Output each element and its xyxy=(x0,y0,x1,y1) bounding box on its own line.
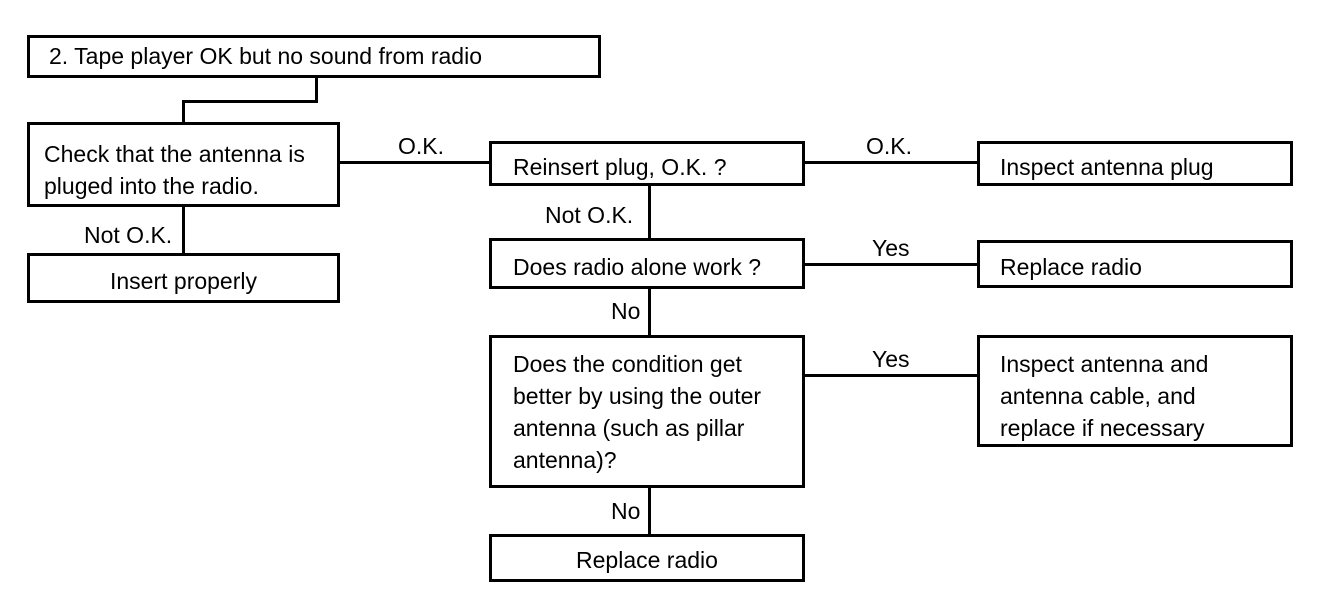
replace-radio-box-2: Replace radio xyxy=(489,534,805,582)
radio-alone-box: Does radio alone work ? xyxy=(489,238,805,289)
yes-label-1: Yes xyxy=(872,235,910,261)
replace-radio-text-1: Replace radio xyxy=(1000,254,1142,280)
connector-radio-alone-to-replace xyxy=(803,263,979,266)
reinsert-plug-text: Reinsert plug, O.K. ? xyxy=(513,154,727,180)
outer-antenna-text: Does the condition get better by using t… xyxy=(513,351,762,473)
not-ok-label-1: Not O.K. xyxy=(84,222,173,248)
replace-radio-text-2: Replace radio xyxy=(576,547,718,573)
title-text: 2. Tape player OK but no sound from radi… xyxy=(49,43,483,69)
outer-antenna-box: Does the condition get better by using t… xyxy=(489,335,805,488)
inspect-antenna-plug-box: Inspect antenna plug xyxy=(977,141,1293,186)
yes-label-2: Yes xyxy=(872,346,910,372)
inspect-antenna-cable-text: Inspect antenna and antenna cable, and r… xyxy=(1000,351,1209,441)
no-label-1: No xyxy=(611,298,641,324)
not-ok-label-2: Not O.K. xyxy=(545,202,634,228)
inspect-antenna-plug-text: Inspect antenna plug xyxy=(1000,154,1214,180)
radio-alone-text: Does radio alone work ? xyxy=(513,254,762,280)
insert-properly-text: Insert properly xyxy=(109,268,257,294)
connector-reinsert-to-inspect-plug xyxy=(803,161,979,164)
replace-radio-box-1: Replace radio xyxy=(977,240,1293,288)
connector-radio-alone-to-outer xyxy=(648,287,651,337)
no-label-2: No xyxy=(611,498,641,524)
connector-title-to-check xyxy=(182,100,185,124)
ok-label-2: O.K. xyxy=(866,133,913,159)
connector-title-down xyxy=(315,76,318,102)
insert-properly-box: Insert properly xyxy=(27,253,340,303)
check-antenna-text: Check that the antenna is pluged into th… xyxy=(44,141,305,199)
reinsert-plug-box: Reinsert plug, O.K. ? xyxy=(489,141,805,186)
connector-check-to-reinsert xyxy=(338,161,491,164)
connector-reinsert-to-radio-alone xyxy=(648,184,651,240)
connector-title-horizontal xyxy=(182,100,318,103)
ok-label-1: O.K. xyxy=(398,133,445,159)
connector-check-to-insert xyxy=(182,205,185,255)
inspect-antenna-cable-box: Inspect antenna and antenna cable, and r… xyxy=(977,335,1293,447)
check-antenna-box: Check that the antenna is pluged into th… xyxy=(27,122,340,207)
connector-outer-to-replace xyxy=(648,486,651,536)
title-box: 2. Tape player OK but no sound from radi… xyxy=(27,35,601,78)
connector-outer-to-inspect-cable xyxy=(803,374,979,377)
